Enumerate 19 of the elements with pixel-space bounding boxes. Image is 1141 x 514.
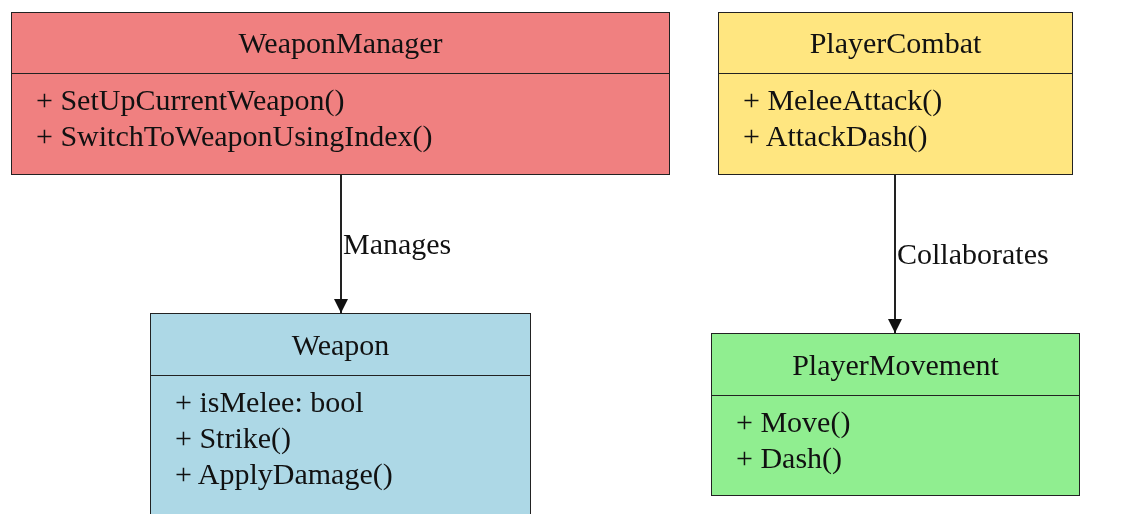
class-member: + SwitchToWeaponUsingIndex()	[36, 118, 433, 154]
arrow	[334, 174, 348, 314]
class-box	[11, 12, 670, 175]
class-member: + SetUpCurrentWeapon()	[36, 82, 345, 118]
class-member: + ApplyDamage()	[175, 456, 393, 492]
class-member: + MeleeAttack()	[743, 82, 943, 118]
class-box	[718, 12, 1073, 175]
class-member: + Dash()	[736, 440, 843, 476]
class-name: PlayerCombat	[809, 26, 982, 60]
class-name: WeaponManager	[238, 26, 443, 60]
class-member: + AttackDash()	[743, 118, 928, 154]
class-name: PlayerMovement	[792, 347, 999, 382]
class-member: + Move()	[736, 404, 851, 440]
arrow	[888, 174, 902, 334]
class-member: + isMelee: bool	[175, 384, 364, 420]
class-member: + Strike()	[175, 420, 292, 456]
class-box	[150, 313, 531, 514]
class-name: Weapon	[291, 327, 390, 362]
class-box	[711, 333, 1080, 496]
